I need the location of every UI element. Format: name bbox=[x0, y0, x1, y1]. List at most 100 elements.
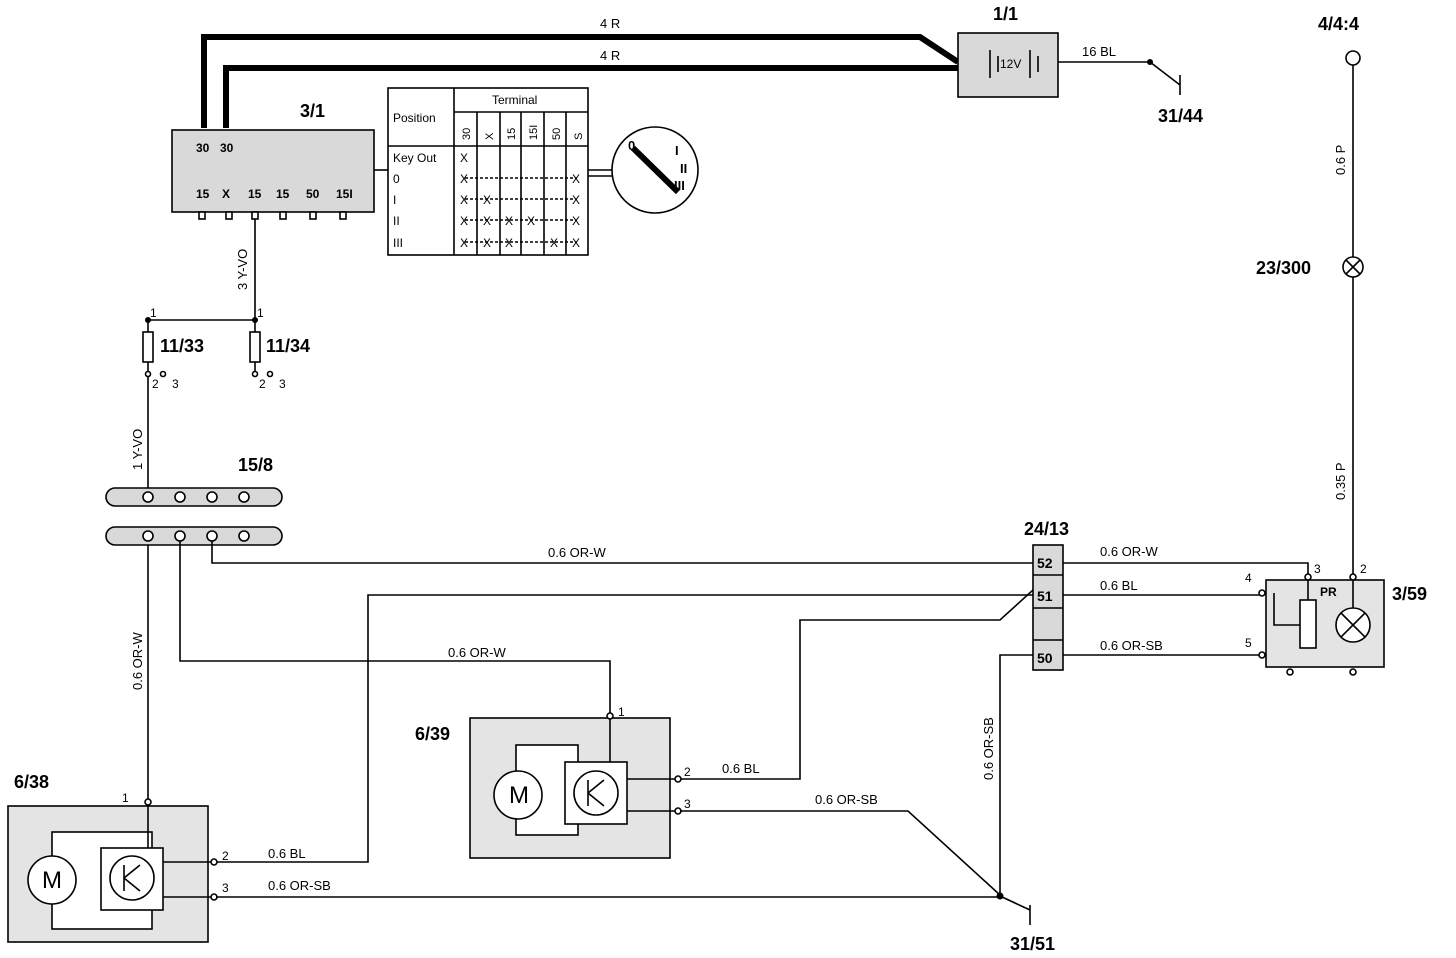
connector-24-13 bbox=[1032, 544, 1064, 671]
svg-text:51: 51 bbox=[1037, 588, 1053, 604]
svg-text:I: I bbox=[675, 143, 679, 158]
svg-text:0: 0 bbox=[393, 172, 400, 186]
svg-text:Key Out: Key Out bbox=[393, 151, 437, 165]
table-mark: X bbox=[483, 193, 491, 207]
svg-text:S: S bbox=[573, 133, 585, 140]
switch-terminal-labels: 30 30 15 X 15 15 50 15I bbox=[196, 141, 353, 201]
fuse-11-33 bbox=[142, 320, 167, 378]
wire-label-switch-to-fuse: 3 Y-VO bbox=[235, 249, 250, 290]
motor-6-38-m-label: M bbox=[42, 867, 62, 894]
ground-31-44-ref: 31/44 bbox=[1158, 106, 1203, 126]
svg-text:30: 30 bbox=[196, 141, 210, 155]
key-cylinder-positions: 0 I II III bbox=[628, 138, 687, 193]
relay-label: PR bbox=[1320, 585, 1337, 599]
wire-label-battery-feed-1: 4 R bbox=[600, 16, 620, 31]
table-mark: X bbox=[550, 236, 558, 250]
svg-text:15: 15 bbox=[276, 187, 290, 201]
table-mark: X bbox=[483, 214, 491, 228]
fuse-11-33-pin-1: 1 bbox=[150, 306, 157, 320]
wire-24-13-50-to-ground bbox=[999, 654, 1033, 895]
motor-6-39-pin-1: 1 bbox=[618, 705, 625, 719]
table-mark: X bbox=[460, 214, 468, 228]
svg-text:15I: 15I bbox=[336, 187, 353, 201]
fuse-11-34-pin-2: 2 bbox=[259, 377, 266, 391]
connector-15-8 bbox=[105, 487, 283, 546]
fuse-11-34 bbox=[249, 320, 274, 378]
wire-24-13-51-to-6-39 bbox=[680, 589, 1034, 780]
svg-text:X: X bbox=[222, 187, 230, 201]
bulb-23-300-ref: 23/300 bbox=[1256, 258, 1311, 278]
svg-text:52: 52 bbox=[1037, 555, 1053, 571]
table-row-positions: Key Out 0 I II III bbox=[393, 151, 437, 250]
svg-text:II: II bbox=[393, 214, 400, 228]
table-mark: X bbox=[527, 214, 535, 228]
table-mark: X bbox=[505, 214, 513, 228]
wire-label-connector-to-6-39: 0.6 OR-W bbox=[448, 645, 507, 660]
connector-15-8-ref: 15/8 bbox=[238, 455, 273, 475]
svg-text:15I: 15I bbox=[528, 125, 540, 140]
motor-6-38-pin-1: 1 bbox=[122, 791, 129, 805]
relay-pin-2: 2 bbox=[1360, 562, 1367, 576]
svg-text:30: 30 bbox=[461, 128, 473, 140]
wire-label-m38-pin3: 0.6 OR-SB bbox=[268, 878, 331, 893]
motor-6-39-m-label: M bbox=[509, 782, 529, 809]
node-4-4-4-ref: 4/4:4 bbox=[1318, 14, 1359, 34]
ground-31-44 bbox=[1058, 59, 1181, 95]
relay-pin-3: 3 bbox=[1314, 562, 1321, 576]
motor-6-38-pin-3: 3 bbox=[222, 881, 229, 895]
wire-label-fuse-to-connector: 1 Y-VO bbox=[130, 429, 145, 470]
wire-6-39-pin3-to-ground bbox=[680, 810, 1001, 896]
svg-text:0: 0 bbox=[628, 138, 635, 153]
svg-text:15: 15 bbox=[196, 187, 210, 201]
wire-label-c24-50-to-relay: 0.6 OR-SB bbox=[1100, 638, 1163, 653]
wire-label-battery-feed-2: 4 R bbox=[600, 48, 620, 63]
motor-6-38 bbox=[7, 798, 218, 943]
table-row-link-lines bbox=[465, 177, 577, 243]
wire-label-c24-50-to-ground: 0.6 OR-SB bbox=[981, 717, 996, 780]
wire-24-13-51-to-6-38 bbox=[214, 594, 1033, 863]
ignition-switch-ref: 3/1 bbox=[300, 101, 325, 121]
motor-6-38-pin-2: 2 bbox=[222, 849, 229, 863]
table-mark: X bbox=[460, 193, 468, 207]
svg-text:30: 30 bbox=[220, 141, 234, 155]
svg-text:III: III bbox=[393, 236, 403, 250]
relay-pin-5: 5 bbox=[1245, 636, 1252, 650]
battery-ref: 1/1 bbox=[993, 4, 1018, 24]
table-terminal-columns: 30 X 15 15I 50 S bbox=[461, 125, 585, 140]
battery-voltage-label: 12V bbox=[1000, 57, 1021, 71]
wire-label-battery-ground: 16 BL bbox=[1082, 44, 1116, 59]
svg-text:15: 15 bbox=[248, 187, 262, 201]
ground-31-51 bbox=[996, 892, 1031, 925]
svg-text:X: X bbox=[484, 132, 496, 140]
relay-3-59-ref: 3/59 bbox=[1392, 584, 1427, 604]
table-position-header: Position bbox=[393, 111, 436, 125]
table-mark: X bbox=[572, 214, 580, 228]
wire-24-13-52-to-relay bbox=[1063, 562, 1309, 575]
bulb-23-300 bbox=[1342, 256, 1364, 575]
switch-terminal-pins bbox=[198, 211, 347, 220]
fuse-11-33-pin-3: 3 bbox=[172, 377, 179, 391]
wire-label-connector-to-24-13: 0.6 OR-W bbox=[548, 545, 607, 560]
motor-6-39-pin-3: 3 bbox=[684, 797, 691, 811]
motor-6-38-ref: 6/38 bbox=[14, 772, 49, 792]
ground-31-51-ref: 31/51 bbox=[1010, 934, 1055, 954]
ignition-switch-3-1 bbox=[171, 129, 388, 220]
fuse-11-33-ref: 11/33 bbox=[160, 336, 204, 356]
wire-label-m39-pin2: 0.6 BL bbox=[722, 761, 760, 776]
fuse-11-34-pin-1: 1 bbox=[257, 306, 264, 320]
svg-text:50: 50 bbox=[1037, 650, 1053, 666]
wire-label-bulb-upper: 0.6 P bbox=[1333, 145, 1348, 175]
table-mark: X bbox=[460, 151, 468, 165]
table-mark: X bbox=[572, 172, 580, 186]
table-mark: X bbox=[483, 236, 491, 250]
svg-text:II: II bbox=[680, 161, 687, 176]
motor-6-39 bbox=[469, 712, 682, 859]
battery-feed-wires bbox=[201, 34, 960, 128]
svg-text:15: 15 bbox=[506, 128, 518, 140]
wire-connector-to-6-39 bbox=[179, 541, 611, 714]
svg-text:50: 50 bbox=[551, 128, 563, 140]
svg-text:III: III bbox=[674, 178, 685, 193]
wire-label-bulb-lower: 0.35 P bbox=[1333, 462, 1348, 500]
